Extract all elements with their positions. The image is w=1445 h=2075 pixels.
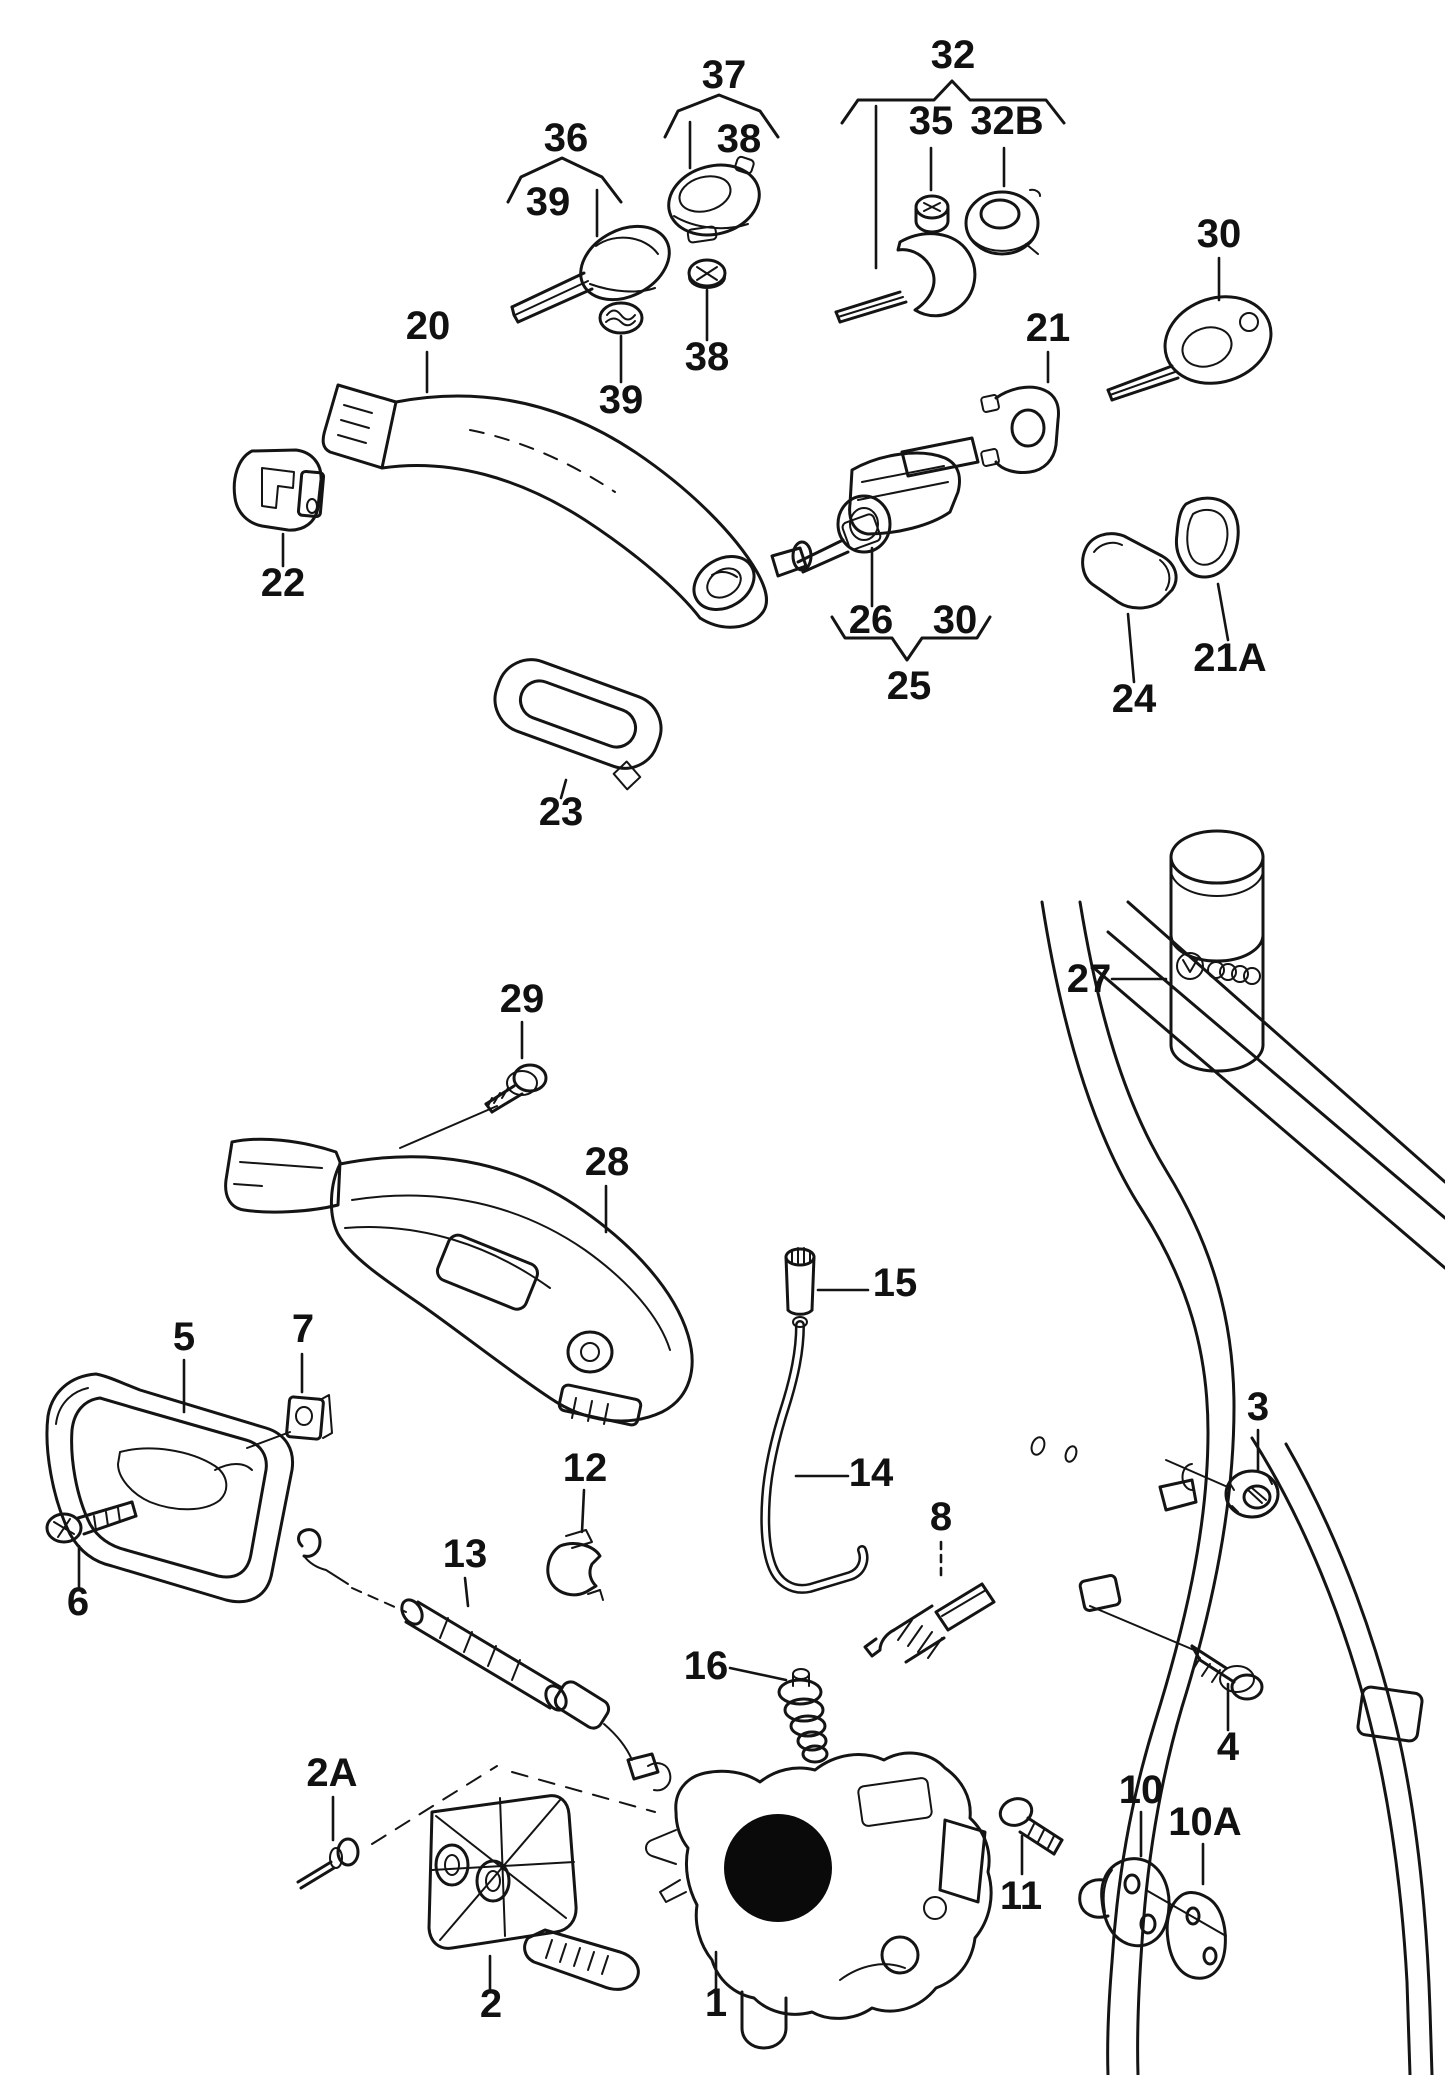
part-label-30-top: 30: [1197, 212, 1242, 256]
part-label-32: 32: [931, 33, 976, 77]
part-label-22: 22: [261, 561, 306, 605]
lock-cylinder-26-drawing: [770, 436, 980, 608]
part-label-3: 3: [1247, 1385, 1269, 1429]
clip-22-drawing: [232, 448, 326, 568]
rod-14-drawing: [760, 1316, 869, 1594]
part-label-24: 24: [1112, 677, 1157, 721]
grommet-3-drawing: [1165, 1428, 1280, 1519]
part-label-2: 2: [480, 1982, 502, 2026]
bracket-21-drawing: [980, 350, 1060, 474]
boot-16-drawing: [728, 1666, 829, 1764]
part-label-14: 14: [849, 1451, 894, 1495]
part-label-10A: 10A: [1168, 1800, 1241, 1844]
part-label-10: 10: [1119, 1768, 1164, 1812]
part-label-2A: 2A: [306, 1751, 357, 1795]
part-label-27: 27: [1067, 957, 1112, 1001]
ring-32B-drawing: [964, 188, 1041, 256]
part-label-29: 29: [500, 977, 545, 1021]
part-label-20: 20: [406, 304, 451, 348]
gasket-23-drawing: [493, 658, 663, 800]
key-blank-39-drawing: [510, 224, 671, 324]
part-label-35: 35: [909, 99, 954, 143]
bracket-25: [830, 615, 992, 662]
part-label-36: 36: [544, 116, 589, 160]
part-label-26: 26: [849, 598, 894, 642]
part-label-23: 23: [539, 790, 584, 834]
bracket-36: [506, 156, 623, 238]
clip-7-drawing: [246, 1352, 333, 1449]
bolt-4-drawing: [1089, 1605, 1264, 1732]
part-label-28: 28: [585, 1140, 630, 1184]
emblem-disc-39-drawing: [598, 301, 644, 384]
part-label-21A: 21A: [1193, 636, 1266, 680]
handle-carrier-28-drawing: [224, 1137, 694, 1427]
spray-can-27-drawing: [1110, 829, 1265, 1073]
part-label-4: 4: [1217, 1725, 1240, 1769]
assembly-axis-dashed-line: [371, 1765, 498, 1845]
door-lock-1-drawing: [645, 1751, 993, 2050]
cap-24-drawing: [1081, 532, 1178, 684]
part-label-21: 21: [1026, 306, 1071, 350]
part-label-25: 25: [887, 664, 932, 708]
part-label-5: 5: [173, 1315, 195, 1359]
part-label-16: 16: [684, 1644, 729, 1688]
bracket-32: [840, 79, 1066, 270]
part-label-15: 15: [873, 1261, 918, 1305]
cap-15-drawing: [784, 1247, 870, 1316]
gasket-10A-drawing: [1145, 1842, 1227, 1980]
striker-10-drawing: [1078, 1810, 1171, 1948]
part-label-38-mid: 38: [685, 335, 730, 379]
exterior-handle-20-drawing: [321, 350, 769, 629]
part-label-32B: 32B: [970, 99, 1043, 143]
cross-disc-38-drawing: [687, 258, 727, 342]
bracket-2-drawing: [427, 1794, 640, 1992]
part-label-6: 6: [67, 1580, 89, 1624]
cable-13-drawing: [297, 1528, 672, 1792]
interior-handle-5-drawing: [45, 1358, 295, 1604]
pin-2A-drawing: [296, 1795, 360, 1890]
cap-35-drawing: [914, 194, 950, 234]
screw-29-drawing: [399, 1020, 548, 1149]
part-label-39-mid: 39: [599, 378, 644, 422]
part-label-13: 13: [443, 1532, 488, 1576]
screw-11-drawing: [998, 1797, 1064, 1876]
part-label-30-mid: 30: [933, 598, 978, 642]
part-label-7: 7: [292, 1307, 314, 1351]
door-frame-drawing: [1030, 900, 1445, 2075]
assembly-axis-dashed-line-2: [511, 1771, 656, 1813]
part-label-38-top: 38: [717, 117, 762, 161]
part-label-11: 11: [1000, 1874, 1042, 1918]
key-head-38-drawing: [667, 155, 761, 244]
lock-black-dot: [724, 1814, 832, 1922]
part-label-8: 8: [930, 1495, 952, 1539]
bracket-37: [663, 93, 780, 170]
part-label-12: 12: [563, 1446, 608, 1490]
part-label-37: 37: [702, 53, 747, 97]
screw-6-drawing: [45, 1500, 138, 1590]
clip-21A-drawing: [1174, 496, 1240, 642]
key-32-drawing: [834, 232, 977, 324]
part-label-1: 1: [705, 1981, 727, 2025]
clip-12-drawing: [546, 1488, 604, 1601]
linkage-8-drawing: [863, 1540, 996, 1664]
key-30-drawing: [1106, 256, 1273, 402]
part-label-39-top: 39: [526, 180, 571, 224]
